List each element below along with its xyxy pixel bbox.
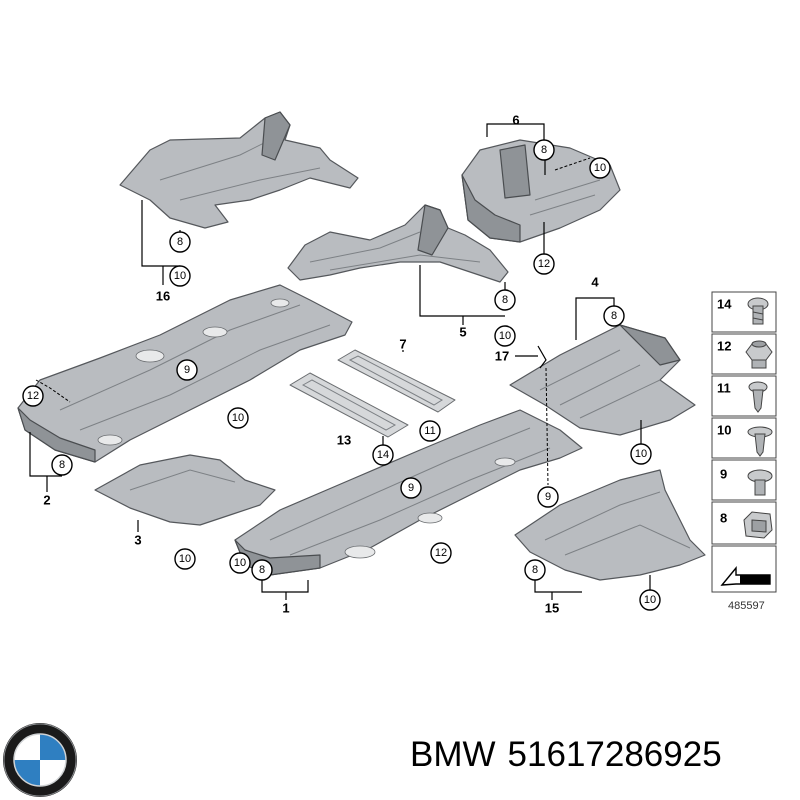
legend-number: 9 [720, 467, 727, 482]
assembly-label-1: 1 [282, 601, 289, 616]
assembly-label-4: 4 [591, 275, 599, 290]
part-5-bracket [287, 204, 509, 283]
callout-12: 12 [430, 542, 452, 564]
callout-14: 14 [372, 444, 394, 466]
svg-text:10: 10 [635, 448, 647, 460]
callout-10: 10 [174, 548, 196, 570]
svg-text:8: 8 [59, 459, 65, 471]
part-3-panel [94, 454, 276, 526]
part-7-frame [337, 349, 456, 413]
assembly-label-2: 2 [43, 493, 50, 508]
svg-text:10: 10 [232, 412, 244, 424]
svg-text:12: 12 [27, 390, 39, 402]
callouts: 8 10 12 8 10 8 10 8 10 12 8 9 10 10 11 1… [22, 139, 661, 611]
assembly-label-7: 7 [399, 337, 406, 352]
svg-text:10: 10 [179, 553, 191, 565]
flange-screw-icon [747, 426, 773, 457]
callout-12: 12 [533, 253, 555, 275]
callout-9: 9 [176, 359, 198, 381]
legend-number: 10 [717, 423, 731, 438]
reference-number: 485597 [728, 600, 765, 612]
callout-10: 10 [494, 325, 516, 347]
callout-10: 10 [630, 443, 652, 465]
assembly-labels: 6 16 5 4 7 17 13 2 3 1 15 [43, 113, 599, 616]
callout-12: 12 [22, 385, 44, 407]
callout-8: 8 [251, 559, 273, 581]
legend-number: 11 [717, 381, 731, 396]
callout-8: 8 [524, 559, 546, 581]
svg-text:10: 10 [594, 162, 606, 174]
part-15-panel [514, 469, 706, 581]
callout-10: 10 [229, 552, 251, 574]
assembly-label-3: 3 [134, 533, 141, 548]
direction-arrow-icon [720, 566, 771, 586]
part-number: 51617286925 [507, 735, 722, 774]
callout-9: 9 [400, 477, 422, 499]
callout-8: 8 [169, 231, 191, 253]
svg-text:9: 9 [545, 491, 551, 503]
svg-text:8: 8 [611, 310, 617, 322]
part-6-tray [461, 139, 621, 243]
callout-8: 8 [494, 289, 516, 311]
callout-8: 8 [603, 305, 625, 327]
fastener-legend: 14 12 11 10 9 8 [711, 291, 777, 612]
svg-text:9: 9 [408, 482, 414, 494]
part-13-frame [289, 372, 409, 438]
svg-text:10: 10 [234, 557, 246, 569]
callout-10: 10 [589, 157, 611, 179]
clip-nut-icon [743, 511, 773, 539]
legend-number: 12 [717, 339, 731, 354]
leader-lines [29, 123, 651, 600]
svg-text:10: 10 [174, 270, 186, 282]
svg-text:8: 8 [502, 294, 508, 306]
legend-cell [711, 375, 777, 417]
bmw-logo-icon [3, 723, 77, 797]
callout-10: 10 [639, 589, 661, 611]
svg-text:8: 8 [541, 144, 547, 156]
callout-8: 8 [51, 454, 73, 476]
screw-icon [748, 381, 768, 413]
part-16-bracket [119, 111, 359, 229]
brand-name: BMW [410, 735, 496, 774]
svg-text:12: 12 [538, 258, 550, 270]
legend-number: 14 [717, 297, 732, 312]
washer-bolt-icon [747, 469, 773, 496]
assembly-label-5: 5 [459, 325, 466, 340]
assembly-label-15: 15 [545, 601, 559, 616]
svg-text:12: 12 [435, 547, 447, 559]
svg-text:8: 8 [177, 236, 183, 248]
legend-cell [711, 291, 777, 333]
part-4-panel [509, 324, 696, 436]
legend-cell [711, 417, 777, 459]
svg-text:9: 9 [184, 364, 190, 376]
assembly-label-13: 13 [337, 433, 351, 448]
svg-text:8: 8 [259, 564, 265, 576]
svg-text:8: 8 [532, 564, 538, 576]
assembly-label-16: 16 [156, 289, 170, 304]
svg-text:14: 14 [377, 449, 389, 461]
callout-10: 10 [227, 407, 249, 429]
hex-nut-icon [745, 340, 773, 369]
bolt-icon [747, 297, 769, 325]
callout-8: 8 [533, 139, 555, 161]
svg-text:11: 11 [424, 425, 435, 437]
assembly-label-17: 17 [495, 349, 509, 364]
part-caption: BMW 51617286925 [410, 735, 790, 785]
callout-10: 10 [169, 265, 191, 287]
legend-number: 8 [720, 511, 727, 526]
callout-9: 9 [537, 486, 559, 508]
svg-text:10: 10 [644, 594, 656, 606]
svg-text:10: 10 [499, 330, 511, 342]
callout-11: 11 [419, 420, 441, 442]
assembly-label-6: 6 [512, 113, 519, 128]
